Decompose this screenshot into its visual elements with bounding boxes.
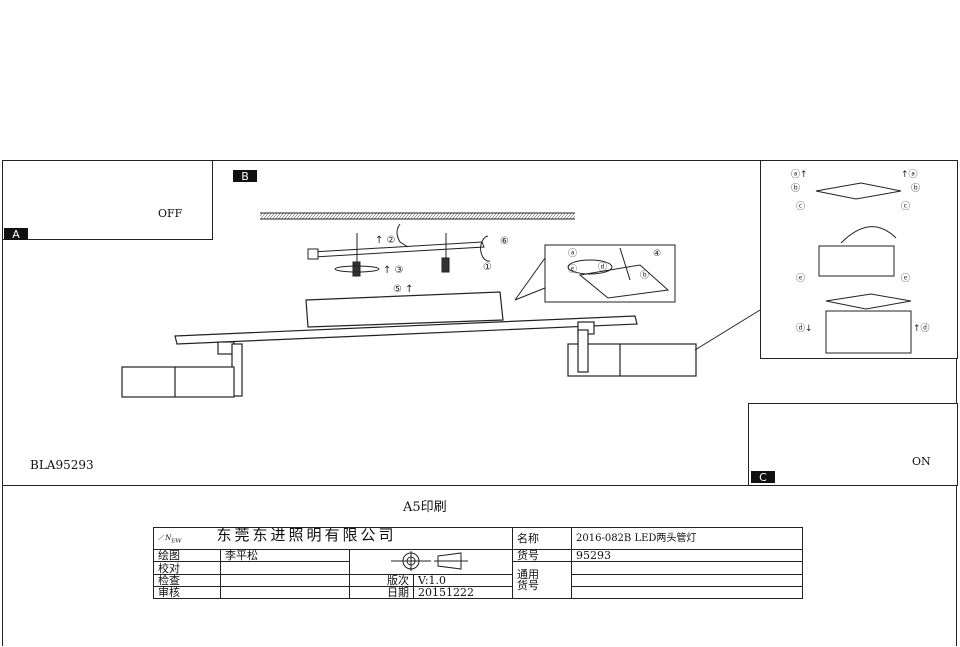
common-value — [571, 561, 803, 575]
wiring-detail-inset — [544, 244, 676, 303]
name-label: 名称 — [512, 527, 572, 550]
panel-c — [748, 403, 958, 486]
svg-text:↑ⓐ: ↑ⓐ — [901, 169, 918, 180]
proof-label: 校对 — [153, 561, 221, 575]
date-label: 日期 — [349, 586, 414, 599]
svg-text:ⓑ: ⓑ — [911, 183, 920, 194]
svg-text:↑ⓓ: ↑ⓓ — [913, 323, 930, 334]
title-block: ⟋ NEW 东莞东进照明有限公司 名称 2016-082B LED两头管灯 绘图… — [153, 527, 803, 599]
panel-b-tag: B — [233, 170, 257, 183]
mounting-bracket — [307, 223, 491, 277]
print-note: A5印刷 — [403, 500, 447, 515]
projection-symbol — [349, 549, 513, 575]
off-label: OFF — [158, 207, 183, 220]
svg-text:ⓓ↓: ⓓ↓ — [796, 323, 813, 334]
step-2-label: ↑ ② — [375, 235, 396, 246]
step-6-label: ⑥ — [500, 236, 509, 247]
audit-label: 审核 — [153, 586, 221, 599]
step-3-label: ↑ ③ — [383, 265, 404, 276]
svg-text:ⓔ: ⓔ — [568, 264, 577, 275]
company-logo: ⟋ NEW — [158, 533, 182, 545]
blank-cell — [571, 574, 803, 587]
frame-divider — [2, 485, 957, 486]
svg-text:④: ④ — [653, 249, 661, 259]
lamp-body — [121, 291, 697, 398]
svg-text:ⓒ: ⓒ — [901, 201, 910, 212]
drawn-value: 李平松 — [220, 549, 350, 562]
version-label: 版次 — [349, 574, 414, 587]
blank-cell — [571, 586, 803, 599]
drawn-label: 绘图 — [153, 549, 221, 562]
item-label: 货号 — [512, 549, 572, 562]
check-value — [220, 574, 350, 587]
model-code: BLA95293 — [30, 458, 94, 472]
date-value: 20151222 — [413, 586, 513, 599]
shade-assembly-panel: ⓐ↑ ↑ⓐ ⓑ ⓑ ⓒ ⓒ ⓓ↓ ↑ⓓ ⓔ ⓔ — [760, 160, 958, 359]
audit-value — [220, 586, 350, 599]
company-name: 东莞东进照明有限公司 — [216, 525, 397, 544]
svg-text:ⓐ: ⓐ — [568, 248, 577, 259]
item-value: 95293 — [571, 549, 803, 562]
svg-text:ⓐ↑: ⓐ↑ — [791, 169, 808, 180]
step-1-label: ① — [483, 262, 492, 273]
svg-text:ⓒ: ⓒ — [796, 201, 805, 212]
svg-text:ⓔ: ⓔ — [796, 273, 805, 284]
panel-a-tag: A — [4, 228, 28, 241]
proof-value — [220, 561, 350, 575]
panel-a — [2, 160, 213, 240]
svg-text:ⓑ: ⓑ — [640, 270, 649, 281]
name-value: 2016-082B LED两头管灯 — [571, 527, 803, 550]
check-label: 检查 — [153, 574, 221, 587]
svg-text:ⓔ: ⓔ — [901, 273, 910, 284]
svg-text:ⓑ: ⓑ — [791, 183, 800, 194]
common-label: 通用 货号 — [512, 561, 572, 599]
svg-text:ⓓ: ⓓ — [598, 262, 607, 273]
panel-c-tag: C — [751, 471, 775, 484]
step-5-label: ⑤ ↑ — [393, 284, 414, 295]
version-value: V:1.0 — [413, 574, 513, 587]
on-label: ON — [912, 455, 931, 468]
company-cell: ⟋ NEW 东莞东进照明有限公司 — [153, 525, 513, 550]
